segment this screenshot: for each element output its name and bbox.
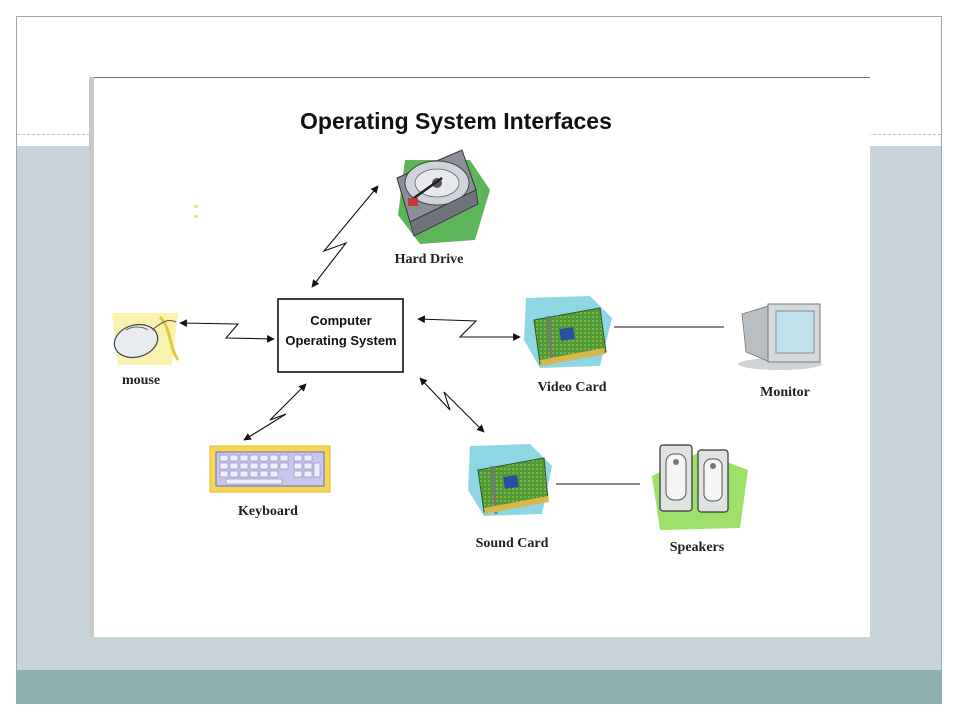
connector-videocard [417, 315, 521, 341]
mouse-label: mouse [122, 373, 160, 388]
video-card-icon [524, 296, 612, 368]
panel-top-rule [94, 77, 870, 78]
keyboard-icon [209, 445, 331, 493]
keyboard-label: Keyboard [238, 504, 298, 519]
speck-mark [194, 205, 198, 208]
diagram-title: Operating System Interfaces [300, 108, 612, 134]
hard-drive-icon [396, 149, 490, 244]
monitor-icon [738, 303, 822, 370]
speakers-icon [652, 444, 748, 530]
sound-card-icon [468, 444, 552, 516]
speakers-label: Speakers [670, 540, 725, 555]
monitor-label: Monitor [760, 385, 810, 400]
connector-harddrive [311, 185, 379, 288]
center-label-line1: Computer [310, 313, 371, 328]
video-card-label: Video Card [537, 380, 606, 395]
sound-card-label: Sound Card [476, 536, 549, 551]
hard-drive-label: Hard Drive [395, 252, 464, 267]
connector-soundcard [419, 377, 485, 433]
mouse-icon [112, 313, 180, 365]
diagram-panel [89, 77, 870, 637]
connector-mouse [179, 319, 275, 343]
speck-mark [194, 215, 198, 218]
center-label-line2: Operating System [285, 333, 396, 348]
connector-keyboard [243, 383, 307, 441]
slide-footer [17, 670, 941, 704]
center-box: Computer Operating System [277, 298, 404, 373]
